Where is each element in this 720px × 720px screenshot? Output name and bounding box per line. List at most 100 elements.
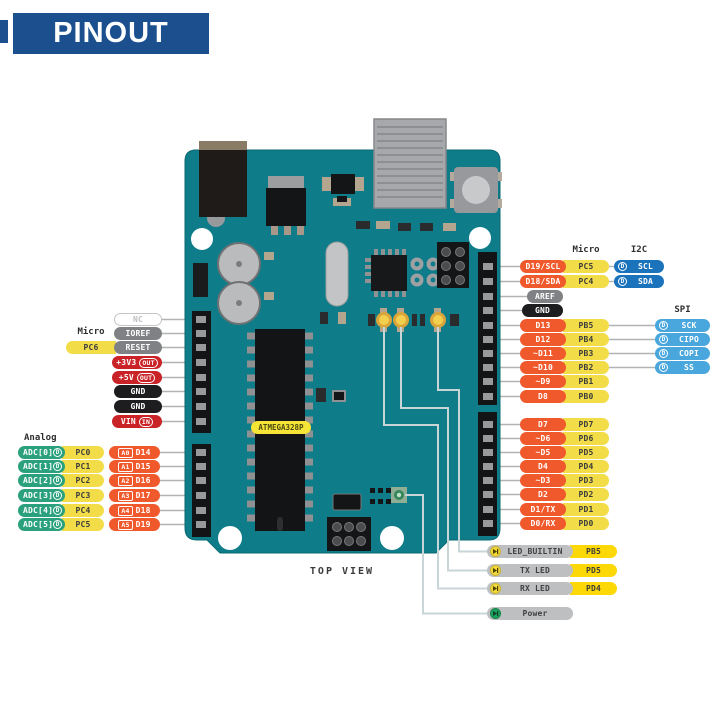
analog-alias: A1 <box>118 461 133 472</box>
banner-edge-tab <box>0 20 8 43</box>
usb-bridge-ic <box>365 249 440 297</box>
digital-capable-icon: D <box>659 321 668 330</box>
icsp-header-top <box>437 242 469 288</box>
led-icon <box>490 546 501 557</box>
voltage-regulator <box>266 176 306 235</box>
power-icon <box>490 608 501 619</box>
analog-alias: A5 <box>118 519 133 530</box>
header-micro-left: Micro <box>77 327 105 337</box>
header-analog: Analog <box>24 433 57 443</box>
led-icon <box>490 583 501 594</box>
port-pd3: PD3 <box>563 474 609 487</box>
power-row: Power <box>487 607 573 620</box>
digital-capable-icon: D <box>53 506 63 515</box>
analog-alias: A0 <box>118 447 133 458</box>
port-pb4: PB4 <box>563 333 609 346</box>
port-pb2: PB2 <box>563 361 609 374</box>
port-pd6: PD6 <box>563 432 609 445</box>
banner: PINOUT <box>13 13 209 54</box>
port-pc5-analog: PC5 <box>62 518 104 531</box>
port-pb5: PB5 <box>563 319 609 332</box>
digital-capable-icon: D <box>53 491 63 500</box>
port-pb3: PB3 <box>563 347 609 360</box>
digital-capable-icon: D <box>618 262 627 271</box>
port-pd0: PD0 <box>563 517 609 530</box>
header-i2c: I2C <box>630 245 648 255</box>
digital-capable-icon: D <box>53 462 63 471</box>
pin-d18-sda: D18/SDA <box>520 275 566 288</box>
pin-adc4: ADC[4]D <box>18 504 65 517</box>
pin-gnd-1: GND <box>114 385 162 398</box>
pin-reset: RESET <box>114 341 162 354</box>
pin-d12: D12 <box>520 333 566 346</box>
port-pb1: PB1 <box>563 375 609 388</box>
in-badge: IN <box>138 416 154 427</box>
port-pc4-right: PC4 <box>563 275 609 288</box>
pin-d2: D2 <box>520 488 566 501</box>
power-led <box>391 487 407 503</box>
port-pc4: PC4 <box>62 504 104 517</box>
pin-d13: D13 <box>520 319 566 332</box>
digital-capable-icon: D <box>53 448 63 457</box>
port-pd5: PD5 <box>563 446 609 459</box>
led-wires <box>383 327 489 615</box>
pin-headers <box>192 252 497 537</box>
header-spi: SPI <box>674 305 691 315</box>
port-pd2: PD2 <box>563 488 609 501</box>
analog-alias: A4 <box>118 505 133 516</box>
port-pd1: PD1 <box>563 503 609 516</box>
mounting-holes <box>191 227 491 550</box>
indicator-leds <box>320 308 459 332</box>
digital-capable-icon: D <box>659 335 668 344</box>
pin-gnd-right: GND <box>522 304 563 317</box>
digital-capable-icon: D <box>659 349 668 358</box>
port-pc0: PC0 <box>62 446 104 459</box>
port-pb5-led: PB5 <box>570 545 617 558</box>
tx-led-row: TX LED <box>487 564 573 577</box>
port-pd5-led: PD5 <box>570 564 617 577</box>
pin-d11: ~D11 <box>520 347 566 360</box>
out-badge: OUT <box>136 372 156 383</box>
out-badge: OUT <box>139 357 158 368</box>
pin-d19-scl: D19/SCL <box>520 260 566 273</box>
pin-d0-rx: D0/RX <box>520 517 566 530</box>
icsp-header-bottom <box>327 517 371 551</box>
pin-adc0: ADC[0]D <box>18 446 65 459</box>
pin-d7: D7 <box>520 418 566 431</box>
pin-d8: D8 <box>520 390 566 403</box>
digital-capable-icon: D <box>659 363 668 372</box>
port-pc1: PC1 <box>62 460 104 473</box>
usb-connector <box>373 118 447 209</box>
pin-d3: ~D3 <box>520 474 566 487</box>
port-pc5-right: PC5 <box>563 260 609 273</box>
port-pc2: PC2 <box>62 474 104 487</box>
digital-capable-icon: D <box>53 520 63 529</box>
port-pc3: PC3 <box>62 489 104 502</box>
analog-alias: A3 <box>118 490 133 501</box>
pin-d5: ~D5 <box>520 446 566 459</box>
smd-components-bottom <box>193 263 391 511</box>
pin-d6: ~D6 <box>520 432 566 445</box>
pin-nc: NC <box>114 313 162 326</box>
led-icon <box>490 565 501 576</box>
analog-alias: A2 <box>118 475 133 486</box>
pin-adc3: ADC[3]D <box>18 489 65 502</box>
pin-adc1: ADC[1]D <box>18 460 65 473</box>
pin-d10: ~D10 <box>520 361 566 374</box>
pin-adc5: ADC[5]D <box>18 518 65 531</box>
pin-3v3: +3V3 OUT <box>112 356 162 369</box>
smd-components-top <box>322 174 456 231</box>
